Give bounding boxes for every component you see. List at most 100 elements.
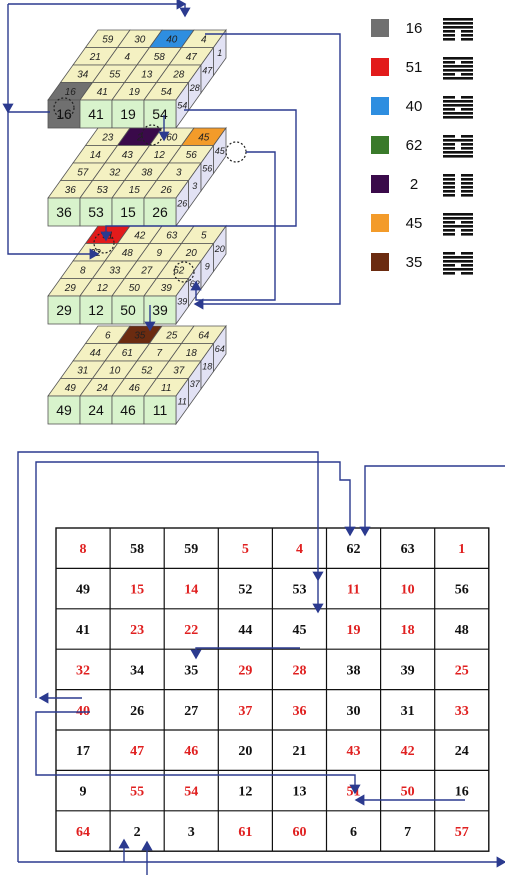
hexagram-line [443,252,455,255]
hexagram-line [443,260,473,263]
hexagram-line [443,61,455,64]
hexagram-line [443,151,473,154]
top-cell-number: 58 [154,52,166,63]
side-cell-number: 11 [178,396,187,406]
legend-number: 45 [406,215,423,232]
legend-item: 62 [371,135,473,158]
grid-cell-number: 16 [455,785,469,800]
top-cell-number: 43 [122,150,134,161]
top-cell-number: 15 [129,185,141,196]
top-cell-number: 9 [156,248,162,259]
grid-cell-number: 10 [401,583,415,598]
cube-connector-arrow [100,109,297,242]
top-cell-number: 61 [122,348,133,359]
grid-cell-number: 58 [130,542,144,557]
front-cell-number: 11 [153,402,168,418]
grid-cell-number: 39 [401,663,415,678]
legend-swatch [371,214,389,232]
hexagram-line [461,182,473,185]
top-cell-number: 32 [109,167,121,178]
top-cell-number: 36 [65,185,77,196]
grid-cell-number: 61 [238,825,252,840]
legend-swatch [371,253,389,271]
hexagram-62-icon [443,135,473,158]
grid-cell-number: 33 [455,704,469,719]
grid-cell-number: 49 [76,583,90,598]
legend-swatch [371,175,389,193]
grid-cell-number: 51 [347,785,361,800]
hexagram-line [461,96,473,99]
grid-cell-number: 35 [184,663,198,678]
hexagram-line [443,57,473,60]
highlight-ring [93,232,115,254]
hexagram-line [443,30,455,33]
grid-cell-number: 62 [347,542,361,557]
hexagram-line [443,116,473,119]
hexagram-line [443,139,473,142]
side-cell-number: 26 [176,198,187,208]
top-cell-number: 46 [129,383,141,394]
hexagram-line [443,194,455,197]
top-cell-number: 33 [109,265,121,276]
grid-connector-arrow [190,647,300,660]
legend-swatch [371,136,389,154]
grid-connector-arrow [35,711,361,795]
hexagram-line [443,65,473,68]
side-cell-number: 20 [214,244,225,254]
hexagram-51-icon [443,57,473,80]
hexagram-16-icon [443,18,473,41]
top-cell-number: 5 [201,230,207,241]
grid-cell-number: 22 [184,623,198,638]
hexagram-line [461,174,473,177]
grid-cell-number: 28 [292,663,306,678]
legend-swatch [371,19,389,37]
hexagram-line [443,182,455,185]
front-cell [47,99,81,129]
front-cell-number: 12 [88,302,104,318]
hexagram-line [443,143,455,146]
top-cell-number: 54 [161,87,173,98]
top-cell-number: 31 [77,365,88,376]
grid-cell-number: 8 [80,542,87,557]
top-cell-number: 56 [186,150,198,161]
legend-item: 35 [371,252,473,275]
hexagram-line [443,272,455,275]
top-cell-number: 20 [185,248,198,259]
top-cell-number: 12 [154,150,166,161]
hexagram-line [461,252,473,255]
top-cell-number: 55 [109,69,121,80]
hexagram-line [461,186,473,189]
hexagram-line [461,73,473,76]
cube-connector-lines [2,0,341,332]
grid-cell-number: 30 [347,704,361,719]
front-cell [111,197,145,227]
top-cell-number: 28 [172,69,185,80]
top-cell-number: 60 [166,132,178,143]
hexagram-line [443,26,473,29]
hexagram-line [443,264,455,267]
top-cell-number: 37 [173,365,185,376]
top-cell-number: 48 [122,248,134,259]
front-cell-number: 39 [152,302,168,318]
hexagram-45-icon [443,213,473,236]
hexagram-line [443,221,455,224]
hexagram-line [461,61,473,64]
front-cell-number: 29 [56,302,72,318]
grid-cell-number: 47 [130,744,144,759]
top-cell-number: 35 [134,330,146,341]
top-cell-number: 39 [161,283,173,294]
top-cell-number: 44 [90,348,102,359]
cube-connector-arrow [193,33,341,310]
legend-item: 16 [371,18,473,41]
grid-cell-number: 31 [401,704,415,719]
hexagram-line [443,96,455,99]
side-cell-number: 56 [202,163,212,173]
top-cell-number: 23 [101,132,114,143]
front-cell-number: 53 [88,204,104,220]
side-cell-number: 37 [190,379,201,389]
hexagram-line [443,112,473,115]
top-cell-number: 62 [173,265,185,276]
